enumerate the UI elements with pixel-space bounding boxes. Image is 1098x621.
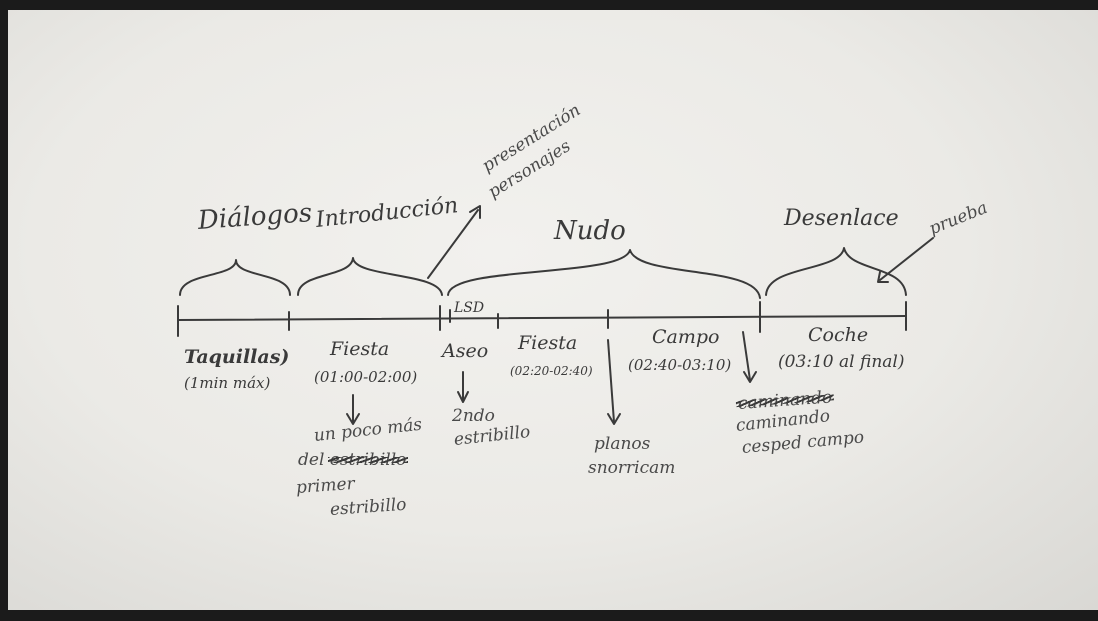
segment-coche: Coche bbox=[808, 324, 869, 346]
time-fiesta-1: (01:00-02:00) bbox=[314, 368, 418, 386]
note-lsd: LSD bbox=[454, 300, 485, 316]
arrowhead-aseo bbox=[457, 391, 469, 403]
time-campo: (02:40-03:10) bbox=[628, 356, 732, 374]
arrowhead-fiesta1 bbox=[346, 413, 360, 425]
segment-aseo: Aseo bbox=[442, 340, 489, 362]
note-fiesta1-line2: del estribillo bbox=[298, 450, 406, 470]
arrowhead-presentacion bbox=[469, 205, 481, 219]
note-fiesta1-struck: estribillo bbox=[329, 450, 407, 470]
time-fiesta-2: (02:20-02:40) bbox=[510, 364, 593, 378]
time-taquillas: (1min máx) bbox=[184, 374, 271, 392]
arrow-fiesta2 bbox=[607, 339, 615, 423]
note-aseo-line1: 2ndo bbox=[452, 406, 495, 426]
arrowhead-prueba bbox=[877, 271, 889, 283]
segment-fiesta-2: Fiesta bbox=[518, 332, 578, 354]
note-fiesta1-line3: primer bbox=[295, 473, 356, 498]
segment-campo: Campo bbox=[652, 326, 720, 348]
segment-taquillas: Taquillas) bbox=[184, 346, 290, 368]
note-fiesta2-line2: snorricam bbox=[588, 458, 676, 478]
arrow-prueba bbox=[879, 237, 934, 281]
brace-introduccion bbox=[297, 257, 443, 296]
timeline-axis bbox=[177, 315, 907, 321]
label-nudo: Nudo bbox=[554, 216, 626, 246]
brace-nudo bbox=[447, 249, 761, 299]
arrowhead-fiesta2 bbox=[607, 413, 621, 425]
arrow-presentacion bbox=[427, 209, 479, 279]
paper-sheet: Diálogos Introducción Nudo Desenlace pre… bbox=[8, 10, 1098, 610]
brace-dialogos bbox=[179, 259, 291, 296]
sketch-lines bbox=[177, 205, 934, 425]
time-coche: (03:10 al final) bbox=[778, 352, 905, 372]
note-fiesta1-del: del bbox=[298, 450, 325, 470]
note-fiesta2-line1: planos bbox=[594, 434, 651, 454]
brace-desenlace bbox=[765, 247, 907, 296]
arrow-campo bbox=[742, 331, 751, 381]
arrowhead-campo bbox=[743, 371, 757, 383]
segment-fiesta-1: Fiesta bbox=[330, 338, 390, 360]
label-desenlace: Desenlace bbox=[784, 206, 899, 231]
